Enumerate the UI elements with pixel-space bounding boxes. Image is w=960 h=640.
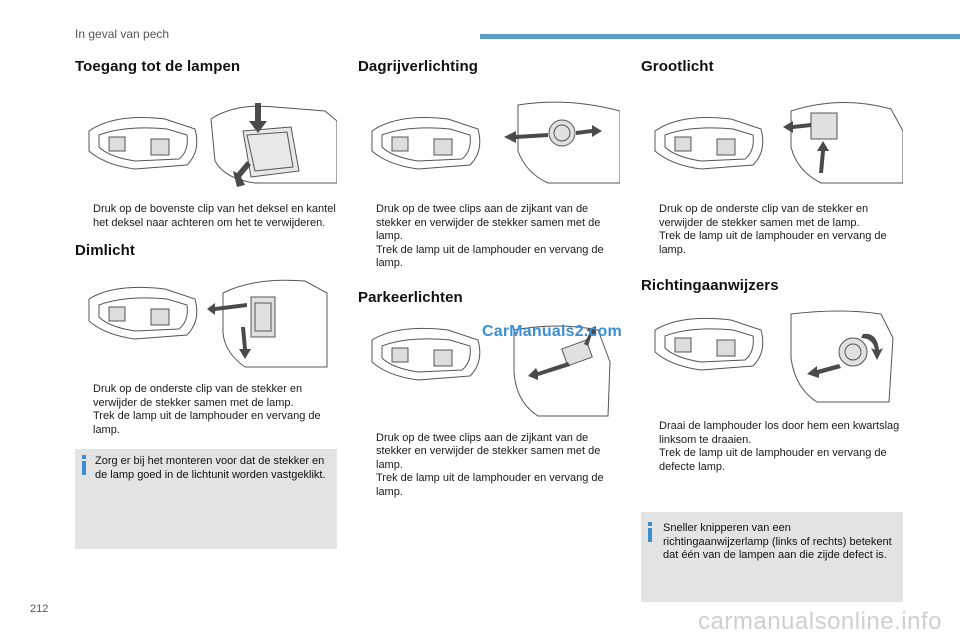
step-item: Trek de lamp uit de lamphouder en vervan… [659,447,887,473]
figure-parking-lights [358,322,620,420]
column-3: Grootlicht Druk op de onderste clip van … [641,58,903,602]
step-list: Druk op de twee clips aan de zijkant van… [358,432,620,500]
step-item: Druk op de onderste clip van de stekker … [659,203,869,229]
info-icon [648,522,652,542]
step-item: Trek de lamp uit de lamphouder en vervan… [659,230,887,256]
figure-daytime-lights [358,91,620,189]
info-note: Sneller knipperen van een richtingaanwij… [641,512,903,602]
footer-watermark: carmanualsonline.info [698,608,942,635]
section-title: Grootlicht [641,58,714,75]
figure-high-beam [641,91,903,189]
step-list: Druk op de onderste clip van de stekker … [641,203,903,257]
step-item: Trek de lamp uit de lamphouder en vervan… [93,410,321,436]
section-title: Parkeerlichten [358,288,463,306]
step-item: Druk op de twee clips aan de zijkant van… [376,431,601,471]
info-icon [82,455,86,475]
step-item: Draai de lamphouder los door hem een kwa… [659,420,900,446]
section-title: Dagrijverlichting [358,58,479,75]
step-item: Druk op de onderste clip van de stekker … [93,383,303,409]
figure-lamp-access [75,91,337,189]
step-item: Druk op de twee clips aan de zijkant van… [376,203,601,242]
figure-low-beam [75,273,337,371]
figure-turn-signals [641,308,903,406]
header-section-title: In geval van pech [75,27,170,41]
step-list: Druk op de onderste clip van de stekker … [75,383,337,437]
step-list: Draai de lamphouder los door hem een kwa… [641,420,903,474]
info-note: Zorg er bij het monteren voor dat de ste… [75,449,337,549]
step-item: Druk op de bovenste clip van het deksel … [93,203,336,229]
page-number: 212 [30,603,49,615]
header-accent-bar [480,34,960,39]
watermark-logo: CarManuals2.com [482,323,622,340]
section-title: Richtingaanwijzers [641,277,779,294]
section-title: Toegang tot de lampen [75,58,241,75]
step-list: Druk op de bovenste clip van het deksel … [75,203,337,230]
step-list: Druk op de twee clips aan de zijkant van… [358,203,620,271]
step-item: Trek de lamp uit de lamphouder en vervan… [376,472,604,498]
step-item: Trek de lamp uit de lamphouder en vervan… [376,243,604,270]
column-2: Dagrijverlichting Druk op de twee clips … [358,58,620,499]
column-1: Toegang tot de lampen Druk op de bovenst… [75,58,337,549]
section-title: Dimlicht [75,242,135,259]
